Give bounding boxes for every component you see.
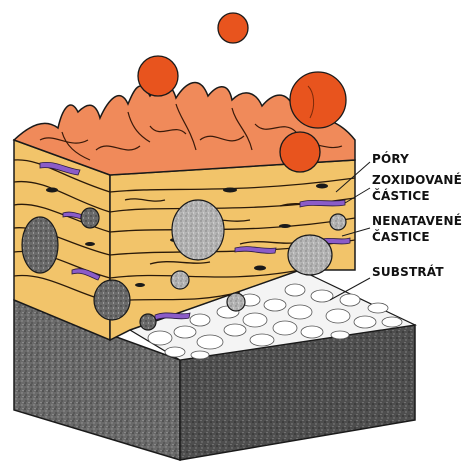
droplet-right xyxy=(290,72,346,128)
unmelted-particle-small-1 xyxy=(171,271,189,289)
droplet-impact xyxy=(280,132,320,172)
droplet-top xyxy=(218,13,248,43)
label-unmelted-line2: ČASTICE xyxy=(372,230,430,244)
unmelted-particle-small-3 xyxy=(330,214,346,230)
unmelted-particle-right xyxy=(288,235,332,275)
label-oxidized-line2: ČÁSTICE xyxy=(372,189,430,203)
unmelted-particle-small-2 xyxy=(81,208,99,228)
label-substrate: SUBSTRÁT xyxy=(372,265,444,279)
unmelted-particle-large xyxy=(172,200,224,260)
unmelted-particle-lower xyxy=(94,280,130,320)
label-pores: PÓRY xyxy=(372,152,409,166)
unmelted-particle-small-5 xyxy=(140,314,156,330)
label-unmelted-line1: NENATAVENÉ xyxy=(372,214,462,228)
droplet-left xyxy=(138,56,178,96)
unmelted-particle-left xyxy=(22,217,58,273)
unmelted-particle-small-4 xyxy=(227,293,245,311)
label-oxidized-line1: ZOXIDOVANÉ xyxy=(372,173,462,187)
